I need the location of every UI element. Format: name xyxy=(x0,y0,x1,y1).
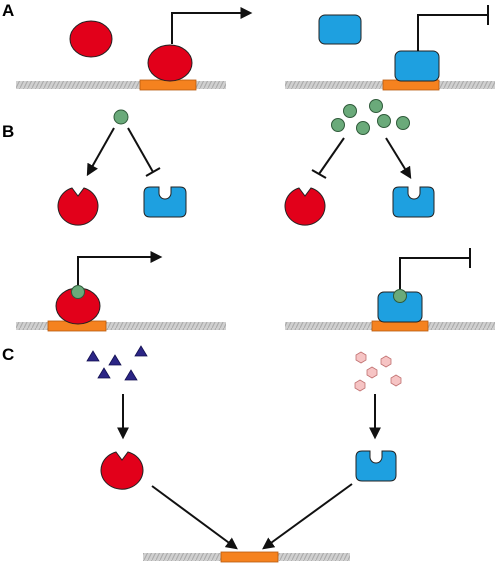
activation-arrow xyxy=(262,483,353,550)
activation-arrow xyxy=(385,137,412,180)
repressor-protein xyxy=(394,50,440,82)
effector-molecule xyxy=(377,114,391,128)
dna-strand xyxy=(16,81,226,89)
effector-molecule xyxy=(71,285,85,299)
panel-label-a: A xyxy=(2,1,14,20)
triangle-inducer xyxy=(97,367,111,379)
effector-molecule xyxy=(343,104,357,118)
dna-strand xyxy=(16,322,226,330)
panel-b-top xyxy=(57,99,435,226)
hexagon-inducer xyxy=(355,351,367,364)
repressor-protein xyxy=(143,186,187,218)
activator-protein xyxy=(57,187,99,226)
activator-protein xyxy=(100,451,144,490)
repressor-protein xyxy=(392,186,435,218)
activator-protein xyxy=(284,187,326,226)
operator-site xyxy=(139,79,197,91)
effector-molecule xyxy=(396,116,410,130)
triangle-inducer xyxy=(86,350,100,362)
operator-site xyxy=(220,551,279,563)
activation-arrow xyxy=(171,7,253,44)
hexagon-inducer xyxy=(390,374,402,387)
triangle-inducer xyxy=(134,345,148,357)
repression-bar xyxy=(417,14,488,51)
activation-arrow xyxy=(77,251,163,285)
triangle-inducer xyxy=(124,369,138,381)
repression-bar-cap xyxy=(145,167,161,177)
panel-c xyxy=(86,345,402,563)
effector-molecule xyxy=(113,109,129,125)
repression-bar xyxy=(399,257,470,289)
hexagon-inducer xyxy=(366,366,378,379)
repressor-protein xyxy=(355,450,397,482)
activator-protein xyxy=(147,44,193,82)
repression-bar xyxy=(127,127,154,173)
panel-label-c: C xyxy=(2,345,14,364)
hexagon-inducer xyxy=(354,379,366,392)
repression-bar xyxy=(318,137,345,175)
activation-arrow xyxy=(151,485,238,550)
panel-a xyxy=(16,5,495,91)
effector-molecule xyxy=(369,99,383,113)
panel-b-bottom xyxy=(16,248,495,332)
effector-molecule xyxy=(356,121,370,135)
triangle-inducer xyxy=(108,354,122,366)
activation-arrow xyxy=(86,127,115,177)
hexagon-inducer xyxy=(380,355,392,368)
effector-molecule xyxy=(331,118,345,132)
activator-protein xyxy=(69,20,113,58)
effector-molecule xyxy=(393,289,407,303)
repressor-protein xyxy=(318,14,362,45)
repression-bar-cap xyxy=(311,169,327,179)
panel-label-b: B xyxy=(2,122,14,141)
